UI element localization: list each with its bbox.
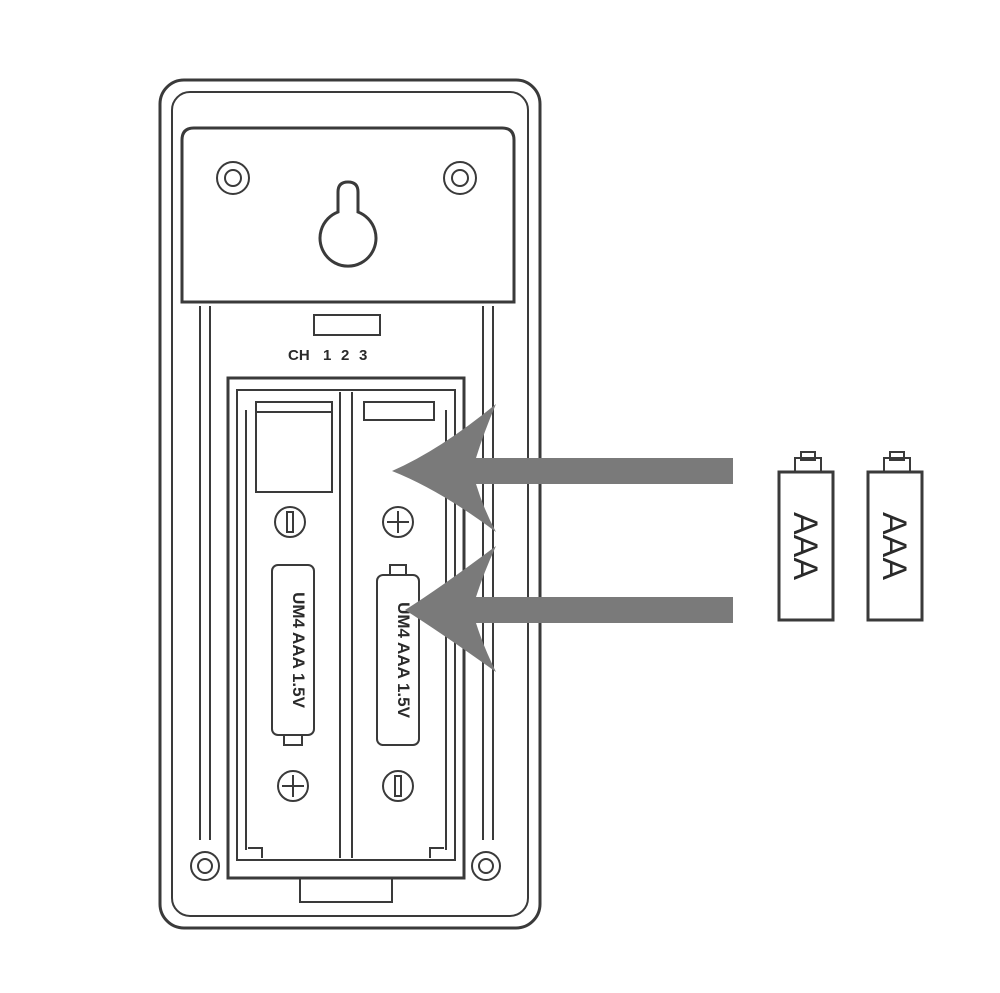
battery-slot-left: UM4 AAA 1.5V bbox=[271, 564, 315, 746]
screw-icon bbox=[471, 851, 501, 881]
insert-arrow-icon bbox=[405, 546, 733, 672]
plus-symbol-icon bbox=[382, 506, 414, 538]
device-housing-inner bbox=[171, 91, 529, 917]
battery-slot-left-label: UM4 AAA 1.5V bbox=[289, 592, 308, 709]
plus-symbol-icon bbox=[277, 770, 309, 802]
minus-symbol-icon bbox=[382, 770, 414, 802]
battery-slot-right-label: UM4 AAA 1.5V bbox=[394, 602, 413, 719]
device-housing bbox=[158, 78, 542, 930]
channel-switch[interactable] bbox=[313, 314, 381, 336]
channel-label-2: 2 bbox=[341, 347, 349, 364]
minus-symbol-icon bbox=[274, 506, 306, 538]
battery-slot-right: UM4 AAA 1.5V bbox=[376, 564, 420, 746]
mounting-plate bbox=[180, 126, 516, 304]
keyhole-icon bbox=[318, 180, 378, 268]
insert-arrow-icon bbox=[392, 404, 733, 532]
battery-compartment bbox=[226, 376, 466, 903]
spare-battery-1: AAA bbox=[777, 451, 835, 622]
channel-label-3: 3 bbox=[359, 347, 367, 364]
channel-switch-prefix: CH bbox=[288, 347, 310, 364]
spare-battery-2: AAA bbox=[866, 451, 924, 622]
spare-battery-2-label: AAA bbox=[875, 512, 913, 580]
channel-label-1: 1 bbox=[323, 347, 331, 364]
screw-icon bbox=[190, 851, 220, 881]
screw-icon bbox=[443, 161, 477, 195]
screw-icon bbox=[216, 161, 250, 195]
spare-battery-1-label: AAA bbox=[786, 512, 824, 580]
